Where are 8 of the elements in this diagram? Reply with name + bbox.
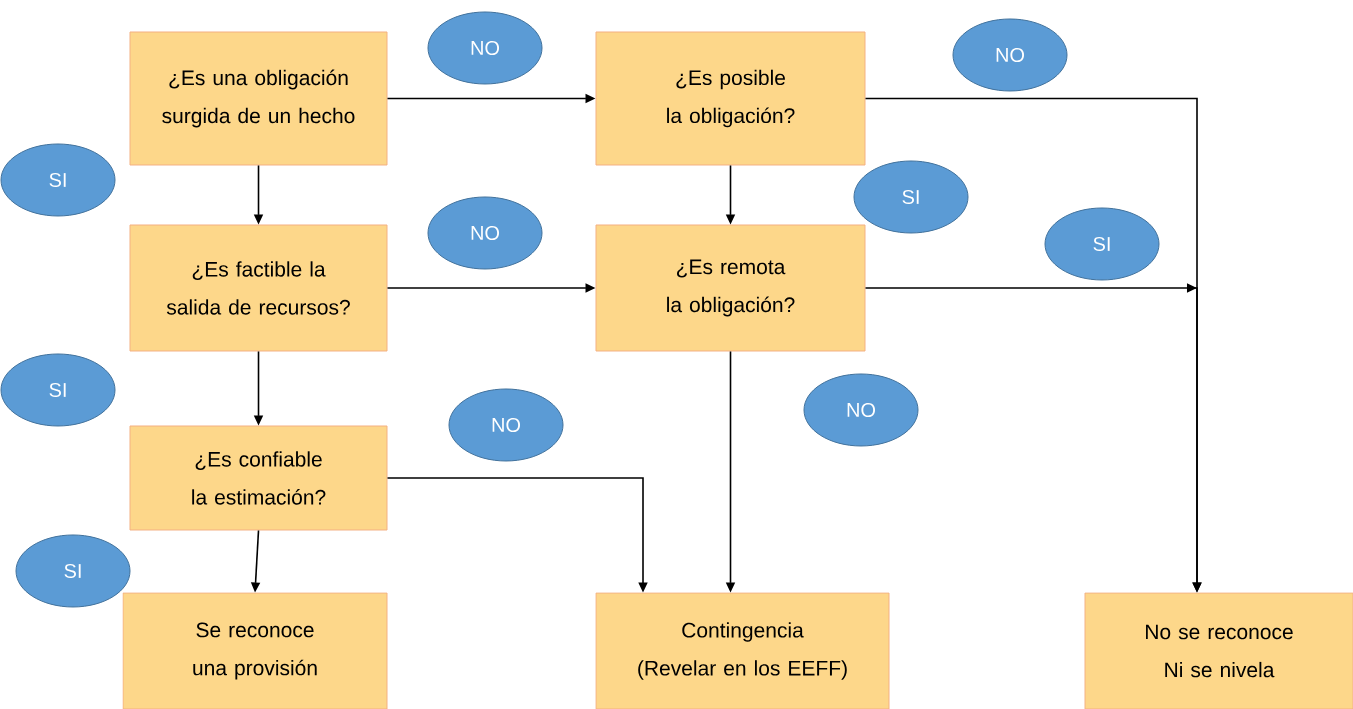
decision-box: ¿Es una obligación surgida de un hecho — [129, 31, 388, 166]
decision-box: ¿Es factible la salida de recursos? — [129, 224, 388, 352]
decision-box: Se reconoce una provisión — [122, 592, 388, 709]
decision-box: ¿Es confiable la estimación? — [129, 425, 388, 531]
decision-box: ¿Es posible la obligación? — [595, 31, 866, 166]
decision-box: Contingencia (Revelar en los EEFF) — [595, 592, 890, 709]
decision-box: ¿Es remota la obligación? — [595, 224, 866, 352]
decision-box: No se reconoce Ni se nivela — [1084, 592, 1353, 709]
